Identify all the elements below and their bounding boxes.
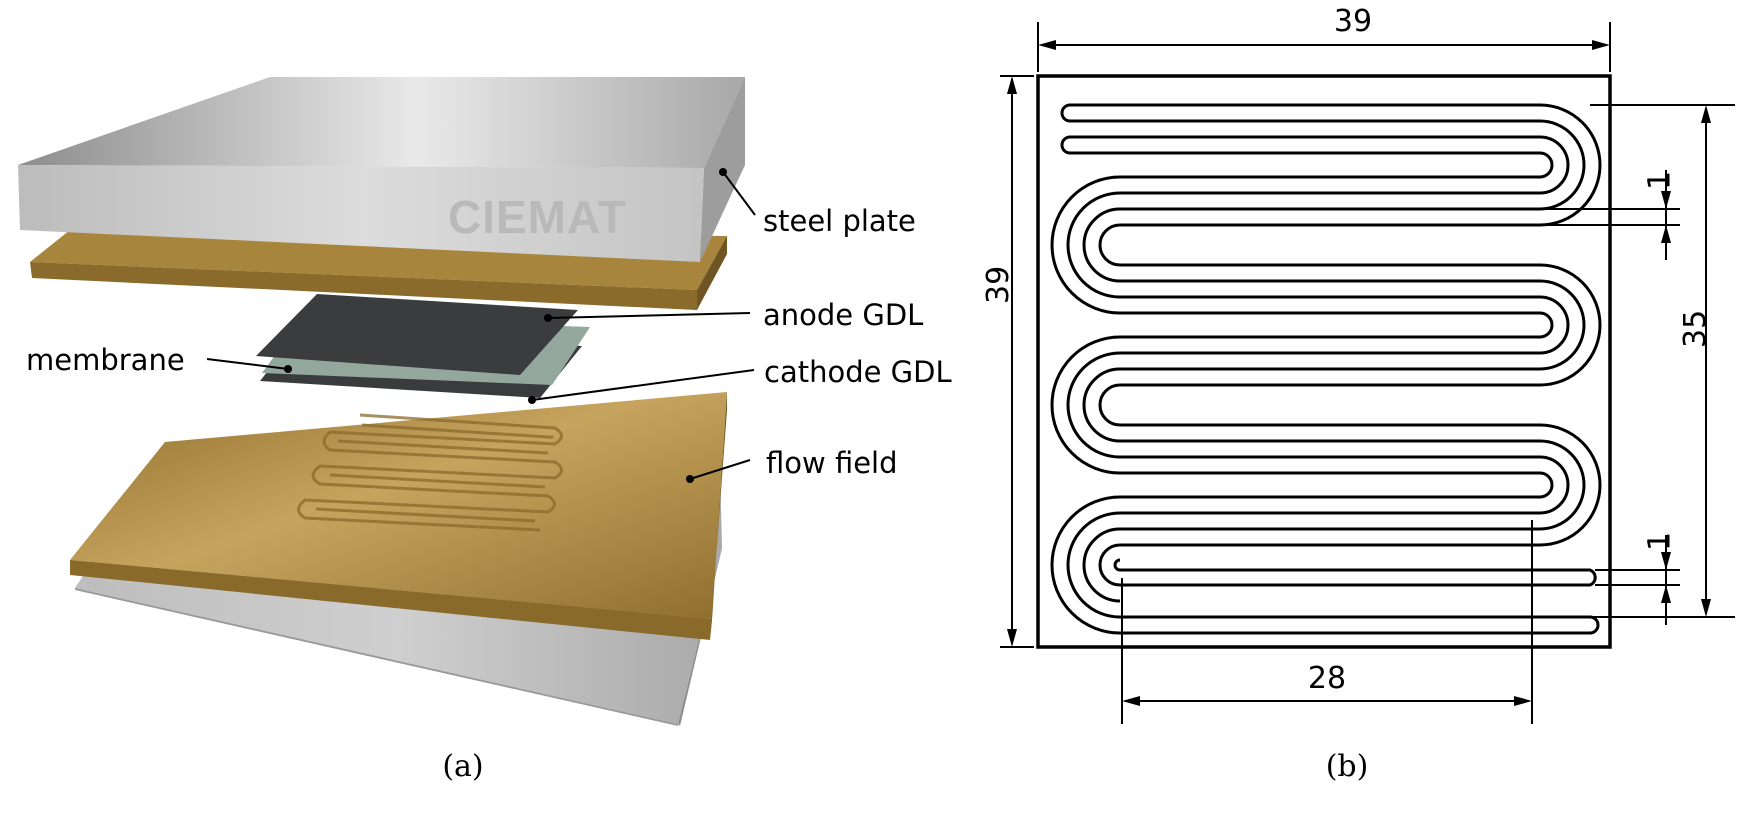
panel-b: 39 39 35 1 xyxy=(981,4,1735,784)
leader-lines xyxy=(206,171,756,480)
dim-bottom-length-value: 28 xyxy=(1308,661,1346,696)
flow-field-plate xyxy=(70,392,727,640)
dim-bottom-length xyxy=(1121,520,1533,724)
label-anode-gdl: anode GDL xyxy=(763,298,923,332)
label-cathode-gdl: cathode GDL xyxy=(764,355,952,389)
dim-channel-width-lower-value: 1 xyxy=(1642,532,1677,551)
anode-gdl-sheet xyxy=(256,294,578,375)
caption-a: (a) xyxy=(442,749,483,784)
top-steel-plate: CIEMAT xyxy=(18,77,745,262)
dim-top-width xyxy=(1037,22,1611,72)
dim-right-span-value: 35 xyxy=(1678,310,1713,348)
serpentine-engraving xyxy=(297,413,563,532)
plate-outline xyxy=(1036,74,1612,649)
label-flow-field: flow field xyxy=(766,446,898,480)
label-steel-plate: steel plate xyxy=(763,204,916,238)
leader-dots xyxy=(284,168,727,483)
dim-channel-width-lower xyxy=(1595,535,1680,625)
dim-right-span xyxy=(1590,104,1735,618)
dim-channel-width-upper xyxy=(1540,170,1680,260)
serpentine-channel xyxy=(1050,103,1602,635)
ciemat-logo: CIEMAT xyxy=(448,191,627,243)
caption-b: (b) xyxy=(1326,749,1369,784)
dim-left-height xyxy=(1000,75,1034,648)
dim-channel-width-upper-value: 1 xyxy=(1642,171,1677,190)
label-membrane: membrane xyxy=(26,343,185,377)
dim-top-width-value: 39 xyxy=(1334,4,1372,39)
panel-a: CIEMAT steel plate anode GDL membrane ca… xyxy=(18,77,952,784)
dim-left-height-value: 39 xyxy=(981,266,1016,304)
